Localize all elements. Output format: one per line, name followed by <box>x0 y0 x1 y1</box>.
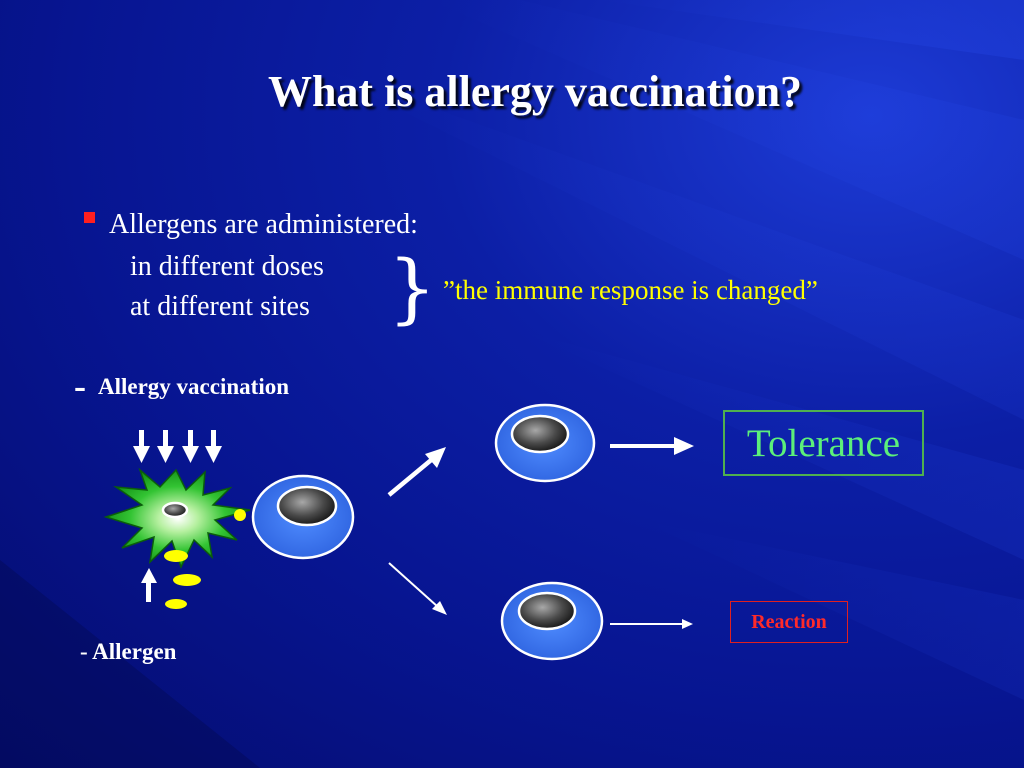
reaction-outcome-box: Reaction <box>730 601 848 643</box>
bullet-marker-icon <box>84 212 95 223</box>
cell-icon <box>251 474 355 560</box>
sub-item-sites: at different sites <box>130 291 310 322</box>
down-arrow-icon <box>133 430 150 463</box>
tolerance-outcome-box: Tolerance <box>723 410 924 476</box>
slide-title: What is allergy vaccination? <box>267 67 803 116</box>
right-arrow-icon <box>610 619 693 629</box>
down-arrow-icon <box>205 430 222 463</box>
vaccination-dash: - <box>74 366 86 406</box>
allergen-particles <box>164 509 246 609</box>
starburst-icon <box>103 467 251 569</box>
cell-icon <box>500 581 604 661</box>
sub-item-doses: in different doses <box>130 251 324 282</box>
bullet-text: Allergens are administered: <box>109 209 418 240</box>
down-right-arrow-icon <box>388 562 447 615</box>
allergy-vaccination-label: Allergy vaccination <box>98 374 289 399</box>
down-arrow-icon <box>182 430 199 463</box>
allergen-label: - Allergen <box>80 639 177 664</box>
up-arrow-icon <box>141 568 157 602</box>
right-arrow-icon <box>610 437 694 455</box>
cell-icon <box>494 403 596 483</box>
down-arrow-icon <box>157 430 174 463</box>
immune-response-quote: ”the immune response is changed” <box>443 275 818 305</box>
grouping-brace: } <box>388 243 437 332</box>
up-right-arrow-icon <box>387 447 446 497</box>
